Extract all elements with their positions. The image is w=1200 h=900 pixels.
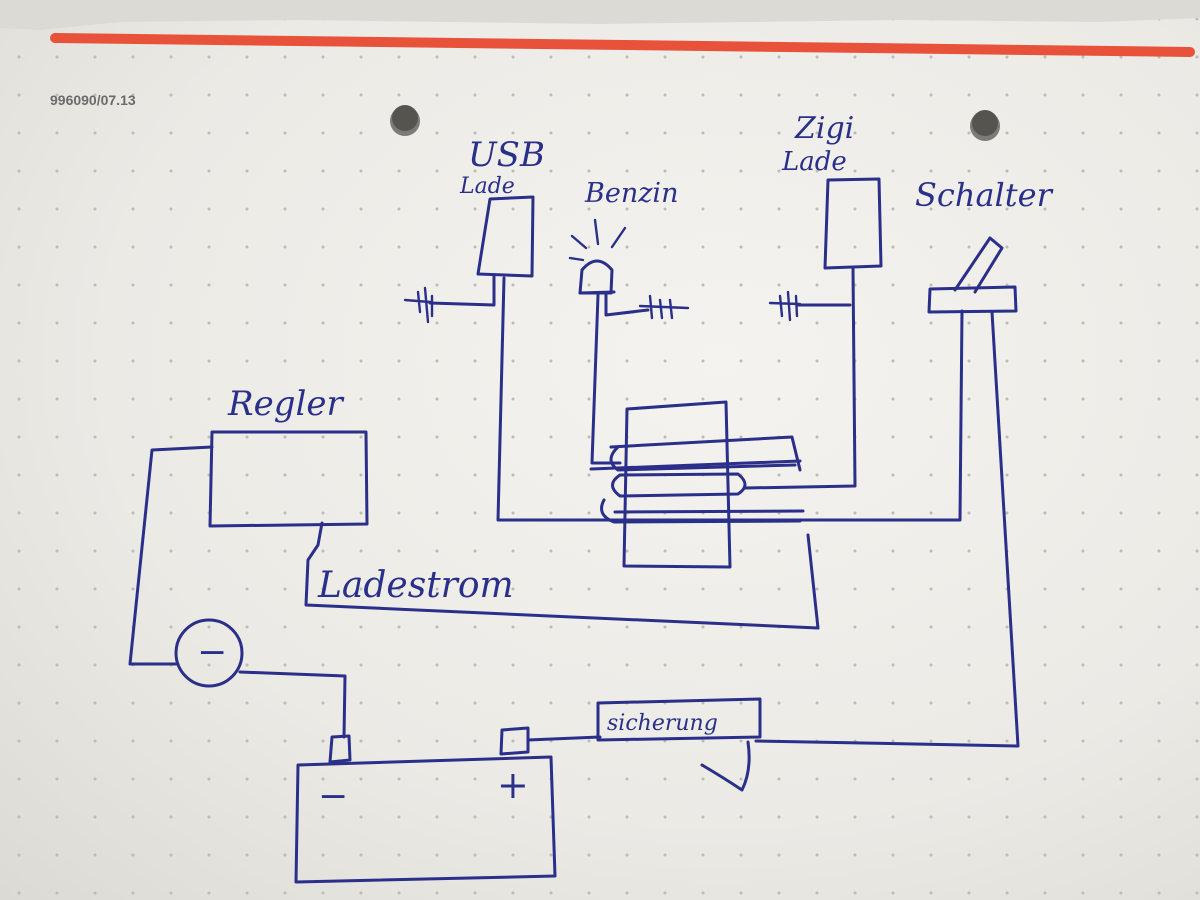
label-usb: USB: [468, 135, 545, 175]
ground-symbol-zigi: [768, 290, 802, 322]
battery-plus-terminal: [499, 726, 530, 756]
wire-benzin-to-block: [590, 293, 622, 465]
fuse-tail: [700, 740, 751, 792]
label-usb-lade: Lade: [459, 174, 515, 199]
red-margin-line: [50, 33, 1195, 57]
print-code: 996090/07.13: [50, 92, 136, 108]
cigarette-socket-box: [823, 177, 883, 270]
ground-symbol-usb: [403, 286, 434, 324]
wire-plus-to-fuse: [526, 735, 602, 742]
regulator-box: [208, 430, 369, 528]
wire-meter-to-battery: [238, 670, 347, 739]
toggle-switch: [927, 236, 1018, 314]
label-sicherung: sicherung: [607, 711, 718, 736]
punch-hole-right-inner: [972, 110, 998, 136]
wire-switch-to-fuse: [754, 310, 1020, 748]
meter-minus-label: −: [197, 632, 227, 673]
label-zigi: Zigi: [794, 111, 854, 146]
meter-circle: [174, 618, 244, 688]
battery-box: [294, 755, 557, 884]
terminal-block: [589, 400, 805, 569]
wire-benzin-ground: [604, 293, 650, 317]
wire-usb-ground: [428, 274, 496, 307]
usb-charger-box: [476, 195, 535, 278]
label-ladestrom: Ladestrom: [317, 565, 514, 606]
ground-symbol-benzin: [638, 294, 690, 320]
wire-ladestrom: [304, 521, 820, 630]
battery-minus-label: −: [318, 776, 348, 817]
punch-hole-left-inner: [392, 105, 418, 131]
wire-zigi-to-block: [743, 266, 857, 490]
label-schalter: Schalter: [915, 176, 1054, 214]
wire-usb-to-switch: [496, 276, 964, 522]
label-zigi-lade: Lade: [781, 147, 847, 177]
wire-regler-to-meter: [128, 445, 214, 666]
fuse-box: [596, 697, 762, 742]
fuel-warning-lamp: [568, 218, 627, 295]
torn-edge: [0, 0, 1200, 30]
label-regler: Regler: [227, 384, 344, 424]
label-benzin: Benzin: [584, 178, 678, 209]
battery-plus-label: +: [497, 763, 529, 807]
